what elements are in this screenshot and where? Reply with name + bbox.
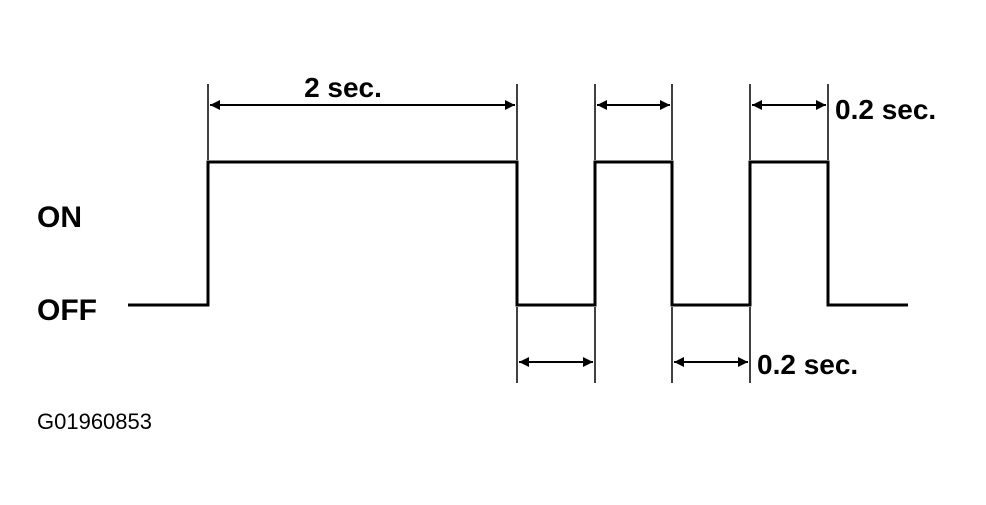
signal-waveform: [128, 160, 908, 307]
figure-id: G01960853: [37, 409, 152, 434]
label-0-2-sec-bottom: 0.2 sec.: [757, 349, 858, 380]
state-label-on: ON: [37, 201, 82, 234]
label-0-2-sec-top: 0.2 sec.: [835, 94, 936, 125]
state-label-off: OFF: [37, 294, 97, 327]
label-2-sec: 2 sec.: [304, 72, 382, 103]
